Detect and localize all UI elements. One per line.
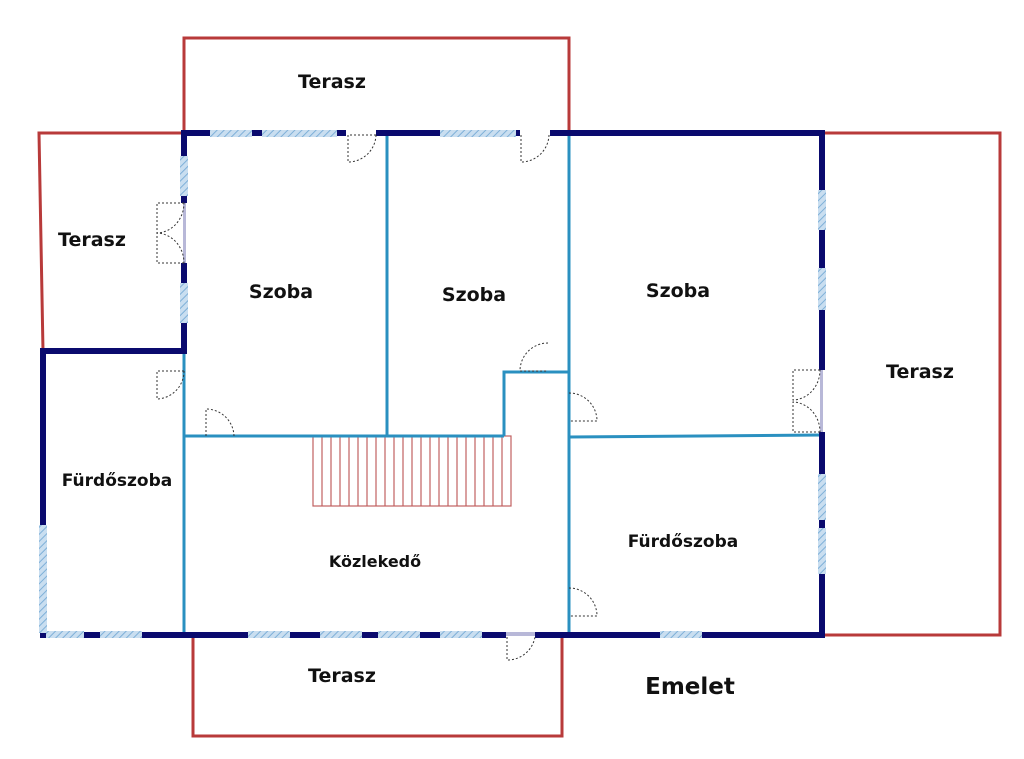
room-label-szoba-2: Szoba [442, 284, 506, 306]
door-swing [347, 134, 377, 163]
windows [39, 130, 826, 638]
door-swing [520, 134, 550, 163]
room-label-kozlekedo: Közlekedő [329, 552, 421, 571]
window [440, 130, 516, 137]
window [818, 268, 826, 310]
room-label-terasz-left: Terasz [58, 229, 126, 251]
room-labels: Terasz Terasz Terasz Terasz Szoba Szoba … [58, 71, 954, 700]
staircase [312, 435, 512, 507]
room-label-terasz-top: Terasz [298, 71, 366, 93]
room-label-furdoszoba-right: Fürdőszoba [628, 532, 738, 552]
window [320, 631, 362, 638]
door-swing [156, 232, 185, 264]
door-swing [519, 342, 549, 372]
terrace-bottom-outline [191, 635, 564, 738]
floor-title: Emelet [645, 674, 735, 700]
door-swing [792, 369, 821, 401]
exterior-walls [40, 130, 825, 638]
door-swing [568, 392, 598, 422]
window [210, 130, 252, 137]
room-label-furdoszoba-left: Fürdőszoba [62, 471, 172, 491]
window [180, 283, 188, 323]
door-swing [568, 587, 598, 617]
window [818, 190, 826, 230]
terrace-right-outline [822, 131, 1002, 637]
door-swing [792, 401, 821, 433]
window [39, 525, 47, 633]
window [262, 130, 337, 137]
window [818, 528, 826, 574]
window [378, 631, 420, 638]
room-label-terasz-right: Terasz [886, 361, 954, 383]
window [660, 631, 702, 638]
door-swing [205, 408, 235, 437]
room-label-terasz-bottom: Terasz [308, 665, 376, 687]
window [440, 631, 482, 638]
room-label-szoba-3: Szoba [646, 280, 710, 302]
terrace-left-outline [37, 131, 184, 352]
terrace-top-outline [182, 36, 571, 133]
terrace-outlines [37, 36, 1002, 738]
door-frames [183, 203, 823, 636]
window [248, 631, 290, 638]
door-swing [156, 202, 185, 234]
window [46, 631, 84, 638]
door-swings [156, 134, 821, 661]
door-swing [506, 636, 536, 661]
room-label-szoba-1: Szoba [249, 281, 313, 303]
window [180, 156, 188, 196]
interior-walls [182, 133, 823, 635]
window [818, 474, 826, 520]
door-swing [156, 370, 185, 400]
window [100, 631, 142, 638]
